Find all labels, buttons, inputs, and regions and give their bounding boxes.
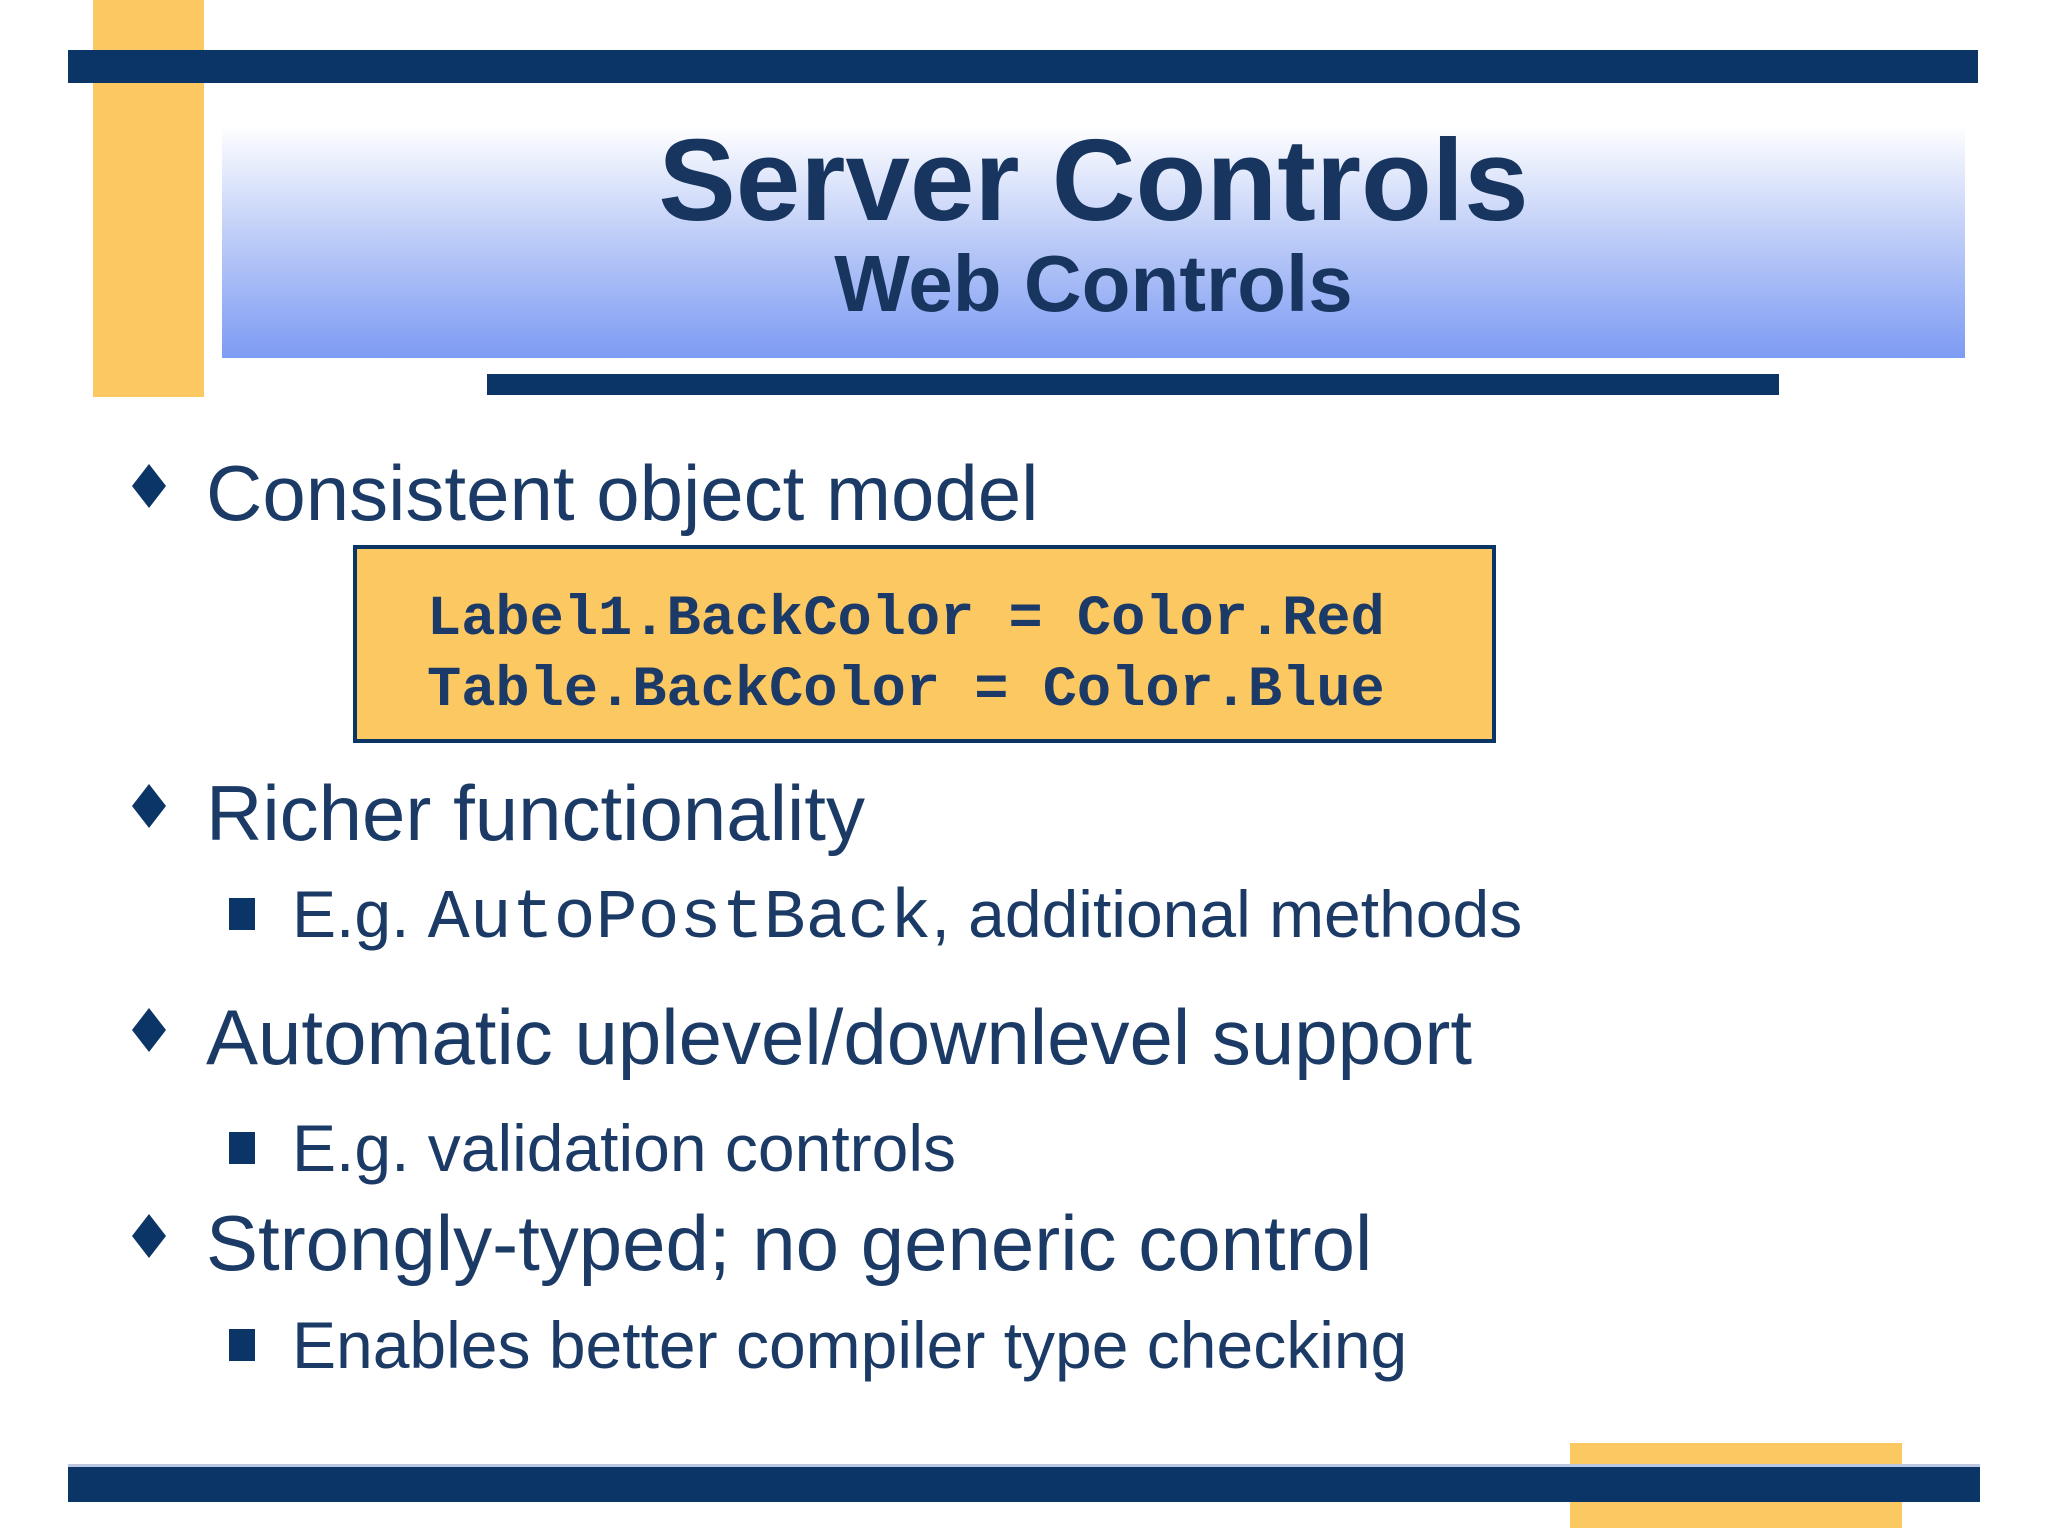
bullet-item-strongly-typed: Strongly-typed; no generic control bbox=[132, 1197, 1372, 1291]
square-bullet-icon bbox=[229, 1132, 255, 1164]
bullet-text: Richer functionality bbox=[206, 769, 865, 857]
sub-bullet-text: Enables better compiler type checking bbox=[292, 1308, 1408, 1382]
slide-subtitle: Web Controls bbox=[834, 238, 1353, 328]
inline-code-autopostback: AutoPostBack bbox=[427, 880, 932, 959]
bottom-navy-bar bbox=[68, 1464, 1980, 1502]
square-bullet-icon bbox=[229, 1329, 255, 1361]
sub-bullet-text: E.g. AutoPostBack, additional methods bbox=[292, 875, 1522, 962]
code-box: Label1.BackColor = Color.Red Table.BackC… bbox=[353, 545, 1496, 743]
sub-bullet-text-suffix: , additional methods bbox=[931, 877, 1523, 951]
bullet-text: Consistent object model bbox=[206, 449, 1039, 537]
code-line: Label1.BackColor = Color.Red bbox=[427, 588, 1385, 652]
sub-bullet-text: E.g. validation controls bbox=[292, 1111, 957, 1185]
title-box: Server Controls Web Controls bbox=[222, 88, 1965, 358]
diamond-bullet-icon bbox=[132, 1008, 166, 1052]
code-line: Table.BackColor = Color.Blue bbox=[427, 659, 1385, 723]
sub-bullet-text-prefix: E.g. bbox=[292, 877, 428, 951]
diamond-bullet-icon bbox=[132, 464, 166, 508]
bullet-item-uplevel-downlevel: Automatic uplevel/downlevel support bbox=[132, 991, 1472, 1085]
square-bullet-icon bbox=[229, 898, 255, 930]
title-underline-bar bbox=[487, 374, 1779, 395]
diamond-bullet-icon bbox=[132, 1214, 166, 1258]
bullet-text: Strongly-typed; no generic control bbox=[206, 1199, 1373, 1287]
sub-bullet-item-autopostback: E.g. AutoPostBack, additional methods bbox=[229, 875, 1522, 962]
diamond-bullet-icon bbox=[132, 784, 166, 828]
slide-title: Server Controls bbox=[658, 115, 1529, 246]
bullet-item-consistent-object-model: Consistent object model bbox=[132, 447, 1038, 541]
bullet-item-richer-functionality: Richer functionality bbox=[132, 767, 865, 861]
top-navy-bar bbox=[68, 50, 1978, 83]
sub-bullet-item-validation-controls: E.g. validation controls bbox=[229, 1109, 956, 1188]
sub-bullet-item-compiler-type-checking: Enables better compiler type checking bbox=[229, 1306, 1407, 1385]
bullet-text: Automatic uplevel/downlevel support bbox=[206, 993, 1473, 1081]
